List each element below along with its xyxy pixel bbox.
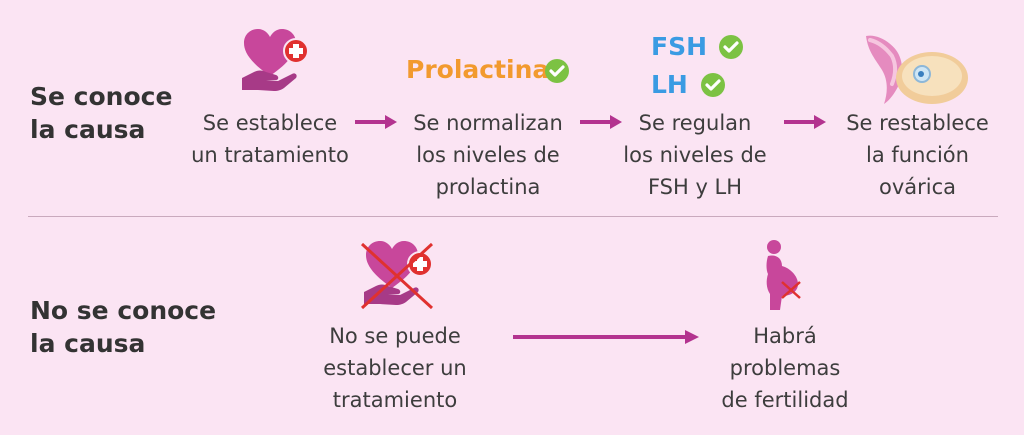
section-divider [28, 216, 998, 217]
heart-hand-cross-icon [242, 29, 309, 91]
step-treatment-text: Se establece un tratamiento [191, 111, 349, 167]
arrow-2 [580, 115, 622, 129]
pregnant-woman-crossed-icon [766, 240, 801, 310]
long-arrow [513, 330, 699, 344]
lh-tag: LH [651, 70, 688, 99]
known-cause-label: Se conoce la causa [30, 82, 173, 144]
check-icon [545, 59, 569, 83]
step-prolactin-text: Se normalizan los niveles de prolactina [413, 111, 563, 199]
crossed-heart-hand-icon [360, 241, 434, 310]
check-icon [719, 35, 743, 59]
unknown-cause-label: No se conoce la causa [30, 296, 217, 358]
fsh-tag: FSH [651, 32, 708, 61]
step-fertility-problems-text: Habrá problemas de fertilidad [721, 324, 849, 412]
arrow-3 [784, 115, 826, 129]
check-icon [701, 73, 725, 97]
prolactina-tag: Prolactina [406, 55, 550, 84]
step-ovarian-function-text: Se restablece la función ovárica [846, 111, 989, 199]
ovary-icon [866, 35, 968, 104]
step-no-treatment-text: No se puede establecer un tratamiento [323, 324, 467, 412]
arrow-1 [355, 115, 397, 129]
step-fsh-lh-text: Se regulan los niveles de FSH y LH [623, 111, 767, 199]
